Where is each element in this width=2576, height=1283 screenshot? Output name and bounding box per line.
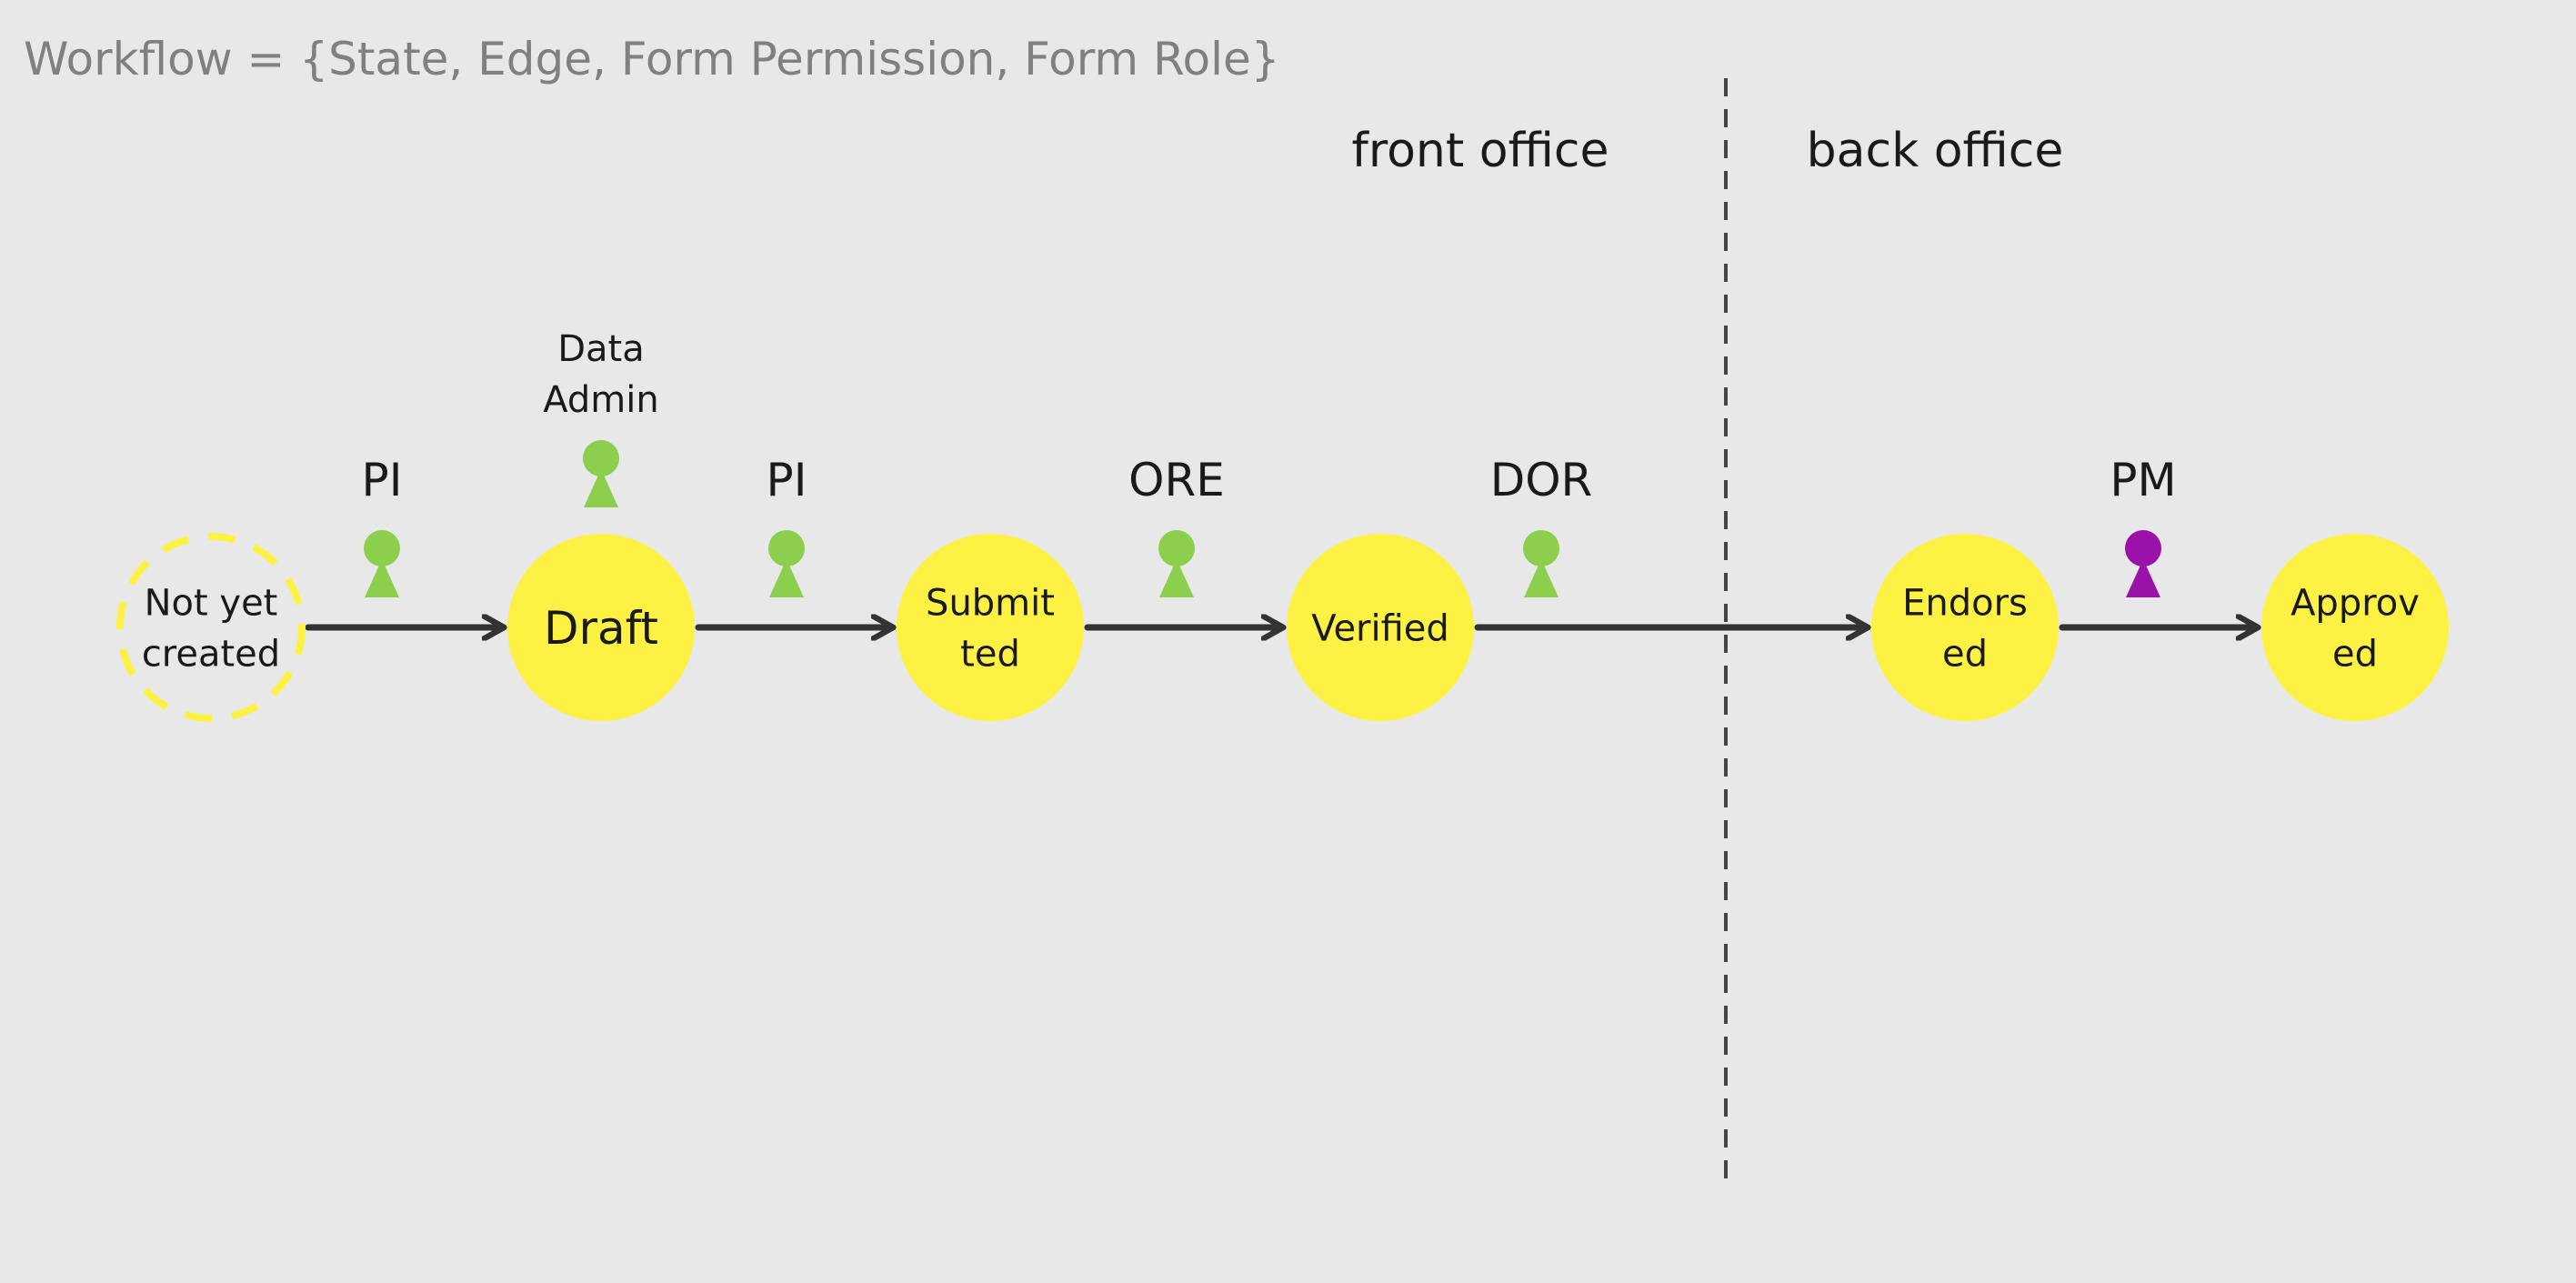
- role-ore: ORE: [1128, 454, 1225, 597]
- state-verified[interactable]: Verified: [1287, 534, 1474, 721]
- role-label: PI: [767, 454, 807, 506]
- state-circle: [116, 533, 306, 722]
- role-label: Data: [557, 328, 645, 370]
- state-endorsed[interactable]: Endors ed: [1871, 534, 2059, 721]
- state-label: Draft: [544, 602, 658, 655]
- role-label: DOR: [1490, 454, 1593, 506]
- role-label: PM: [2110, 454, 2176, 506]
- role-person-icon: [583, 440, 619, 507]
- role-person-icon: [1523, 530, 1559, 597]
- state-label: Not yet: [145, 582, 278, 624]
- role-label: Admin: [543, 379, 658, 421]
- state-circle: [897, 534, 1084, 721]
- state-label: Approv: [2290, 582, 2420, 624]
- role-person-icon: [2125, 530, 2161, 597]
- state-submitted[interactable]: Submit ted: [897, 534, 1084, 721]
- state-circle: [507, 534, 695, 721]
- state-label: ed: [1942, 633, 1988, 675]
- state-circle: [2261, 534, 2449, 721]
- back-office-label: back office: [1807, 124, 2064, 178]
- state-circle: [1287, 534, 1474, 721]
- role-person-icon: [768, 530, 805, 597]
- role-label: PI: [362, 454, 403, 506]
- state-label: ted: [960, 633, 1020, 675]
- page-title: Workflow = {State, Edge, Form Permission…: [24, 33, 1280, 85]
- state-label: Verified: [1311, 607, 1449, 649]
- role-person-icon: [364, 530, 400, 597]
- role-pm: PM: [2110, 454, 2177, 597]
- state-label: created: [142, 633, 280, 675]
- role-pi-1: PI: [362, 454, 403, 597]
- role-label: ORE: [1128, 454, 1225, 506]
- state-label: ed: [2332, 633, 2378, 675]
- front-office-label: front office: [1352, 124, 1609, 178]
- state-label: Submit: [926, 582, 1055, 624]
- state-not-yet-created[interactable]: Not yet created: [116, 533, 306, 722]
- role-pi-2: PI: [767, 454, 807, 597]
- state-circle: [1871, 534, 2059, 721]
- state-approved[interactable]: Approv ed: [2261, 534, 2449, 721]
- role-dor: DOR: [1490, 454, 1593, 597]
- role-person-icon: [1158, 530, 1195, 597]
- states: Not yet created Draft Submit ted Verified Endo…: [116, 533, 2449, 722]
- state-label: Endors: [1902, 582, 2028, 624]
- state-draft[interactable]: Draft: [507, 534, 695, 721]
